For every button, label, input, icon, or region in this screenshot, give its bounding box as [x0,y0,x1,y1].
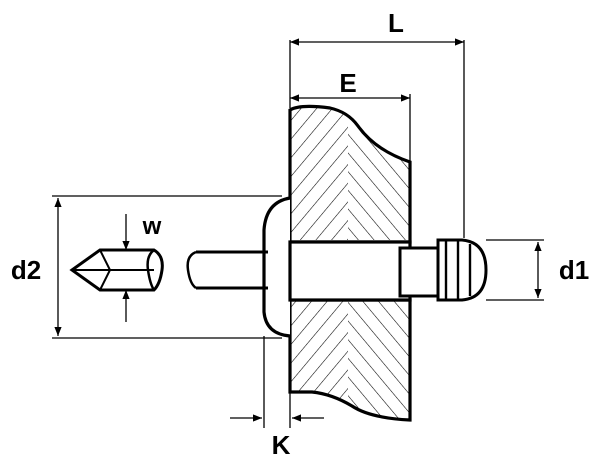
rivet-head [262,196,291,338]
dimension-d2: d2 [11,195,282,339]
label-k: K [272,430,291,460]
dimension-d1: d1 [486,239,589,301]
label-e: E [339,68,356,98]
dimension-l: L [289,8,465,238]
label-w: w [142,213,162,240]
plate-lower [288,298,412,422]
plate-upper [288,104,412,244]
label-l: L [388,8,404,38]
mandrel-tip [69,248,164,292]
dimension-k: K [230,336,324,460]
label-d1: d1 [559,255,589,285]
dimension-e: E [290,68,411,162]
rivet-tail [398,238,488,302]
dimension-w: w [122,213,162,322]
mandrel [186,250,268,290]
label-d2: d2 [11,255,41,285]
rivet-body [288,240,412,302]
